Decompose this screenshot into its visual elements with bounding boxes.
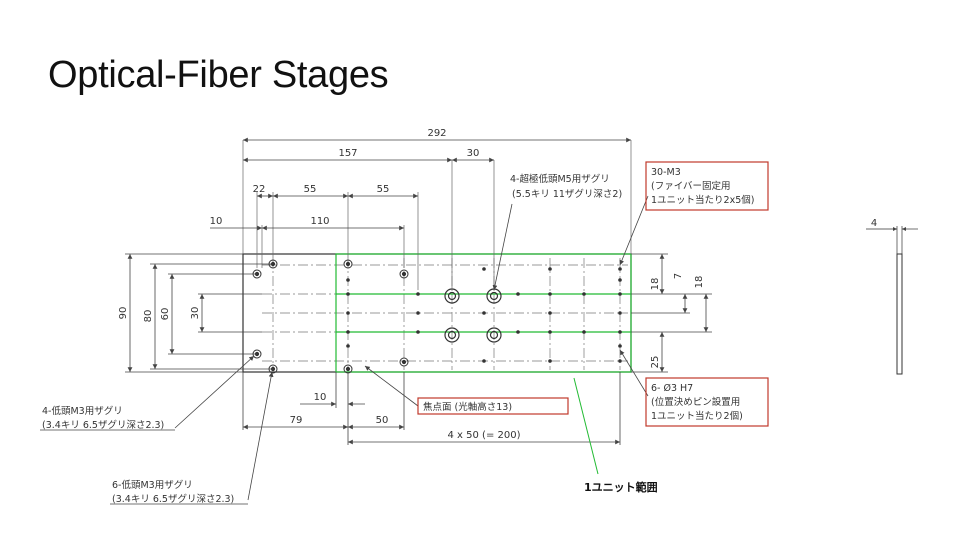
page-title: Optical-Fiber Stages	[48, 54, 389, 96]
center-lines	[262, 258, 628, 370]
callout-m3-tap: 30-M3 (ファイバー固定用 1ユニット当たり2x5個)	[645, 161, 769, 211]
right-dimension-lines	[631, 253, 712, 373]
dim-10-bottom: 10	[314, 392, 327, 403]
callout-m5-counterbore: 4-超極低頭M5用ザグリ (5.5キリ 11ザグリ深さ2)	[510, 173, 622, 200]
callout-m3-counterbore-4: 4-低頭M3用ザグリ (3.4キリ 6.5ザグリ深さ2.3)	[40, 405, 175, 431]
counterbore-holes-left	[252, 259, 409, 374]
svg-text:(3.4キリ 6.5ザグリ深さ2.3): (3.4キリ 6.5ザグリ深さ2.3)	[42, 419, 164, 431]
dim-18-right: 18	[694, 276, 705, 289]
callout-focal-plane: 焦点面 (光軸高さ13)	[417, 397, 569, 415]
dim-7: 7	[673, 273, 684, 279]
dim-10-top: 10	[210, 216, 223, 227]
svg-text:1ユニット当たり2x5個): 1ユニット当たり2x5個)	[651, 194, 754, 206]
svg-text:(位置決めピン設置用: (位置決めピン設置用	[651, 396, 740, 408]
svg-text:6- Ø3 H7: 6- Ø3 H7	[651, 383, 693, 394]
dim-60: 60	[160, 308, 171, 321]
svg-text:(ファイバー固定用: (ファイバー固定用	[651, 180, 731, 192]
callout-pin-holes: 6- Ø3 H7 (位置決めピン設置用 1ユニット当たり2個)	[645, 377, 769, 427]
svg-text:焦点面 (光軸高さ13): 焦点面 (光軸高さ13)	[423, 401, 512, 413]
svg-text:4-低頭M3用ザグリ: 4-低頭M3用ザグリ	[42, 405, 123, 417]
dim-79: 79	[290, 415, 303, 426]
dim-90: 90	[118, 307, 129, 320]
dimension-labels: 292 157 30 22 55 55 10 110 90 80 60 30 1…	[118, 128, 877, 441]
left-dimension-lines	[125, 253, 273, 373]
svg-text:4-超極低頭M5用ザグリ: 4-超極低頭M5用ザグリ	[510, 173, 610, 185]
dim-30-left: 30	[190, 307, 201, 320]
svg-text:1ユニット当たり2個): 1ユニット当たり2個)	[651, 410, 743, 422]
dim-30: 30	[467, 148, 480, 159]
counterbore-holes-m5	[444, 288, 502, 343]
dim-55-a: 55	[304, 184, 317, 195]
svg-text:30-M3: 30-M3	[651, 167, 681, 178]
unit-range-label: 1ユニット範囲	[584, 480, 658, 494]
dim-18-top: 18	[650, 278, 661, 291]
side-view	[866, 226, 918, 375]
dim-55-b: 55	[377, 184, 390, 195]
dim-110: 110	[310, 216, 329, 227]
dim-80: 80	[143, 310, 154, 323]
dim-292: 292	[427, 128, 446, 139]
dim-pitch: 4 x 50 (= 200)	[448, 430, 521, 441]
dim-22: 22	[253, 184, 266, 195]
unit-range-leader	[573, 377, 599, 475]
svg-text:(3.4キリ 6.5ザグリ深さ2.3): (3.4キリ 6.5ザグリ深さ2.3)	[112, 493, 234, 505]
svg-text:6-低頭M3用ザグリ: 6-低頭M3用ザグリ	[112, 479, 193, 491]
bottom-dimension-lines	[242, 372, 621, 445]
extension-lines	[242, 140, 632, 290]
svg-text:(5.5キリ 11ザグリ深さ2): (5.5キリ 11ザグリ深さ2)	[512, 188, 622, 200]
dim-50: 50	[376, 415, 389, 426]
leader-lines	[174, 195, 649, 501]
dim-157: 157	[338, 148, 357, 159]
dimension-lines	[210, 137, 631, 231]
callout-m3-counterbore-6: 6-低頭M3用ザグリ (3.4キリ 6.5ザグリ深さ2.3)	[110, 479, 248, 505]
tapped-holes	[346, 267, 622, 363]
dim-thickness: 4	[871, 218, 877, 229]
dim-25: 25	[650, 356, 661, 369]
